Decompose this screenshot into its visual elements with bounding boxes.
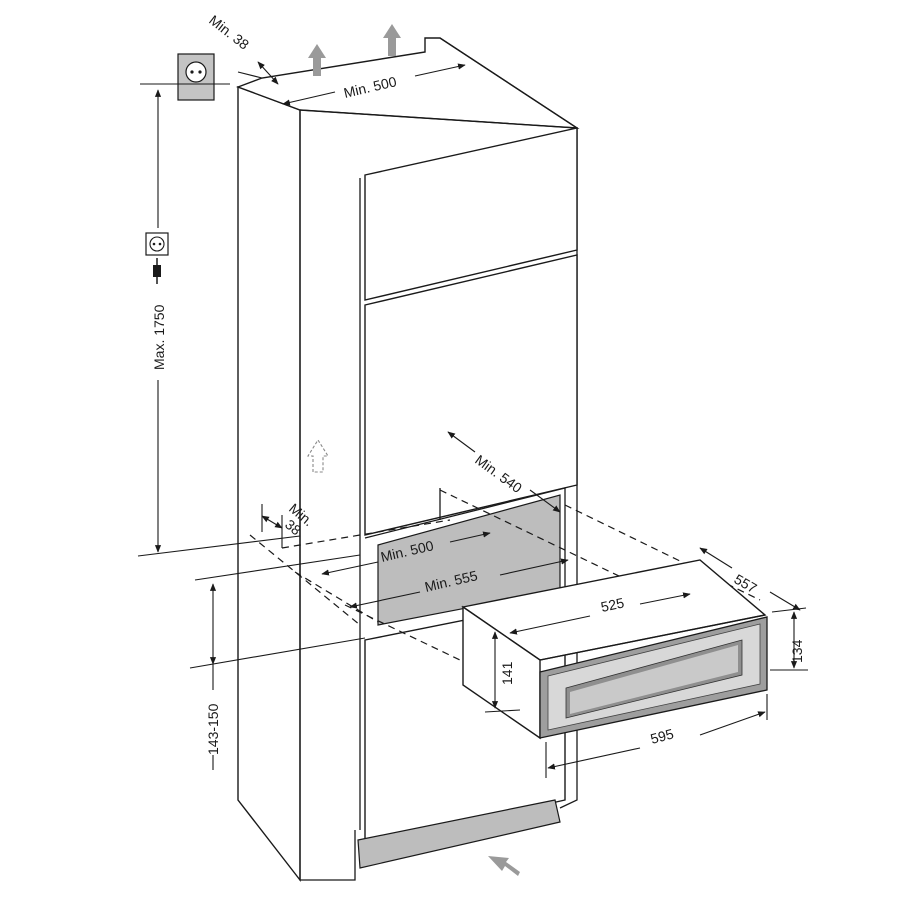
drawer-body-width-dimension: 525 [509,592,691,635]
drawer-body-height-dimension: 141 [484,631,521,713]
max-height-label: Max. 1750 [151,304,167,370]
plinth [357,799,561,869]
upper-door [364,127,578,301]
airflow-up-arrow-icon [307,24,401,473]
drawer-front-height-label: 134 [789,639,805,663]
power-socket-icon [177,53,215,101]
tall-cabinet [235,37,580,883]
drawer-body-height-label: 141 [499,661,515,685]
drawer-front-height-dimension: 134 [770,611,808,671]
warming-drawer [461,559,768,740]
top-depth-label: Min. 38 [206,12,252,53]
top-depth-dimension: Min. 38 [206,12,279,85]
cabinet-left-side [237,85,301,883]
drawer-front-width-dimension: 595 [545,694,768,778]
airflow-inlet-arrow-icon [488,856,520,876]
niche-bottom-height-label: 143-150 [205,703,221,755]
socket-with-plug-icon [145,232,169,284]
max-height-dimension: Max. 1750 [137,83,301,557]
drawer-body-width-label: 525 [599,594,625,615]
niche-bottom-height-dimension: 143-150 [189,554,366,770]
middle-door [364,254,578,536]
drawer-front-width-label: 595 [649,725,676,747]
